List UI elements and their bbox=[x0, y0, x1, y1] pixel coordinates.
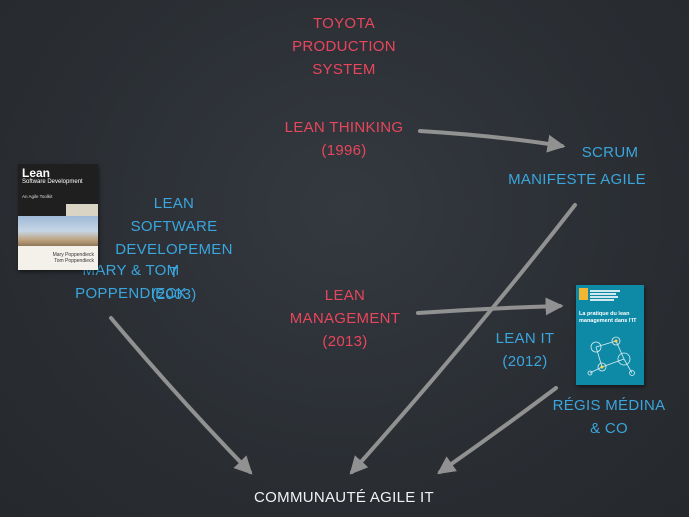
book1-authors: Mary Poppendieck Tom Poppendieck bbox=[52, 252, 94, 264]
arrow-lean-management-to-lean-it bbox=[416, 297, 564, 316]
arrow-regis-to-communaute bbox=[437, 386, 558, 475]
node-lean-software-development: LEAN SOFTWARE DEVELOPEMEN T bbox=[115, 195, 233, 281]
arrow-poppendieck-to-communaute bbox=[109, 316, 253, 475]
node-year-2003: (2003) bbox=[151, 286, 197, 303]
book-cover-lean-management-it: La pratique du lean management dans l'IT bbox=[576, 285, 644, 385]
node-lean-it: LEAN IT (2012) bbox=[495, 330, 555, 370]
book1-tagline: An Agile Toolkit bbox=[22, 194, 53, 199]
node-lean-thinking: LEAN THINKING (1996) bbox=[284, 119, 404, 159]
book2-authors-block bbox=[590, 289, 620, 302]
book1-subtitle: Software Development bbox=[22, 179, 83, 185]
node-lean-management: LEAN MANAGEMENT (2013) bbox=[289, 287, 401, 350]
node-manifeste-agile: MANIFESTE AGILE bbox=[508, 171, 646, 188]
node-toyota-production-system: TOYOTA PRODUCTION SYSTEM bbox=[292, 15, 396, 78]
node-scrum: SCRUM bbox=[581, 144, 639, 161]
node-communaute-agile-it: COMMUNAUTÉ AGILE IT bbox=[254, 489, 434, 506]
publisher-logo-icon bbox=[579, 288, 588, 300]
arrow-lean-thinking-to-scrum bbox=[418, 129, 566, 153]
book1-cover-photo bbox=[18, 216, 98, 246]
arrow-manifeste-to-communaute bbox=[349, 203, 577, 475]
node-regis-medina: RÉGIS MÉDINA & CO bbox=[552, 397, 666, 437]
book2-network-illustration bbox=[587, 336, 635, 376]
book2-title: La pratique du lean management dans l'IT bbox=[579, 311, 637, 324]
book-cover-lean-software-development: Lean Software Development An Agile Toolk… bbox=[18, 164, 98, 270]
book1-title: Lean bbox=[22, 166, 51, 180]
book1-band bbox=[66, 204, 98, 218]
